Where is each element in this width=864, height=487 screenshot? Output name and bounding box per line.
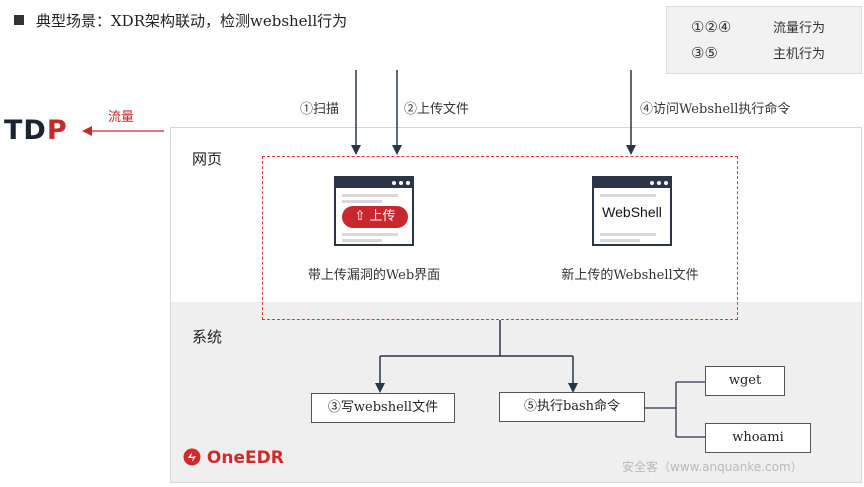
upload-button: ⇧ 上传 — [342, 206, 408, 228]
window-titlebar — [336, 178, 412, 188]
tdp-logo-main: TD — [4, 115, 47, 146]
traffic-label: 流量 — [108, 110, 135, 125]
content-line — [342, 239, 382, 242]
webshell-text: WebShell — [602, 204, 662, 220]
step-scan-label: ①扫描 — [300, 102, 340, 117]
upload-page-window: ⇧ 上传 — [334, 176, 414, 246]
page-title-text: 典型场景：XDR架构联动，检测webshell行为 — [36, 12, 348, 30]
window-dot-icon — [406, 181, 410, 185]
step-access-label: ④访问Webshell执行命令 — [640, 102, 791, 117]
wget-command-box: wget — [705, 366, 785, 396]
content-line — [600, 233, 656, 236]
exec-bash-box: ⑤执行bash命令 — [499, 392, 645, 422]
legend-row-traffic: ①②④ 流量行为 — [691, 17, 825, 36]
square-bullet-icon — [14, 15, 24, 25]
upload-icon: ⇧ — [354, 209, 366, 224]
oneedr-mark-icon — [183, 448, 201, 466]
webshell-window: WebShell — [592, 176, 672, 246]
watermark: 安全客（www.anquanke.com） — [622, 460, 803, 474]
legend: ①②④ 流量行为 ③⑤ 主机行为 — [666, 6, 862, 74]
legend-label: 主机行为 — [773, 47, 826, 62]
step-upload-label: ②上传文件 — [404, 102, 470, 117]
content-line — [342, 200, 382, 203]
window-dot-icon — [657, 181, 661, 185]
window-titlebar — [594, 178, 670, 188]
legend-marks: ①②④ — [691, 18, 732, 36]
legend-label: 流量行为 — [773, 21, 826, 36]
system-section-label: 系统 — [192, 328, 223, 346]
window-dot-icon — [664, 181, 668, 185]
legend-marks: ③⑤ — [691, 44, 718, 62]
upload-page-caption: 带上传漏洞的Web界面 — [307, 268, 441, 283]
content-line — [342, 194, 398, 197]
tdp-logo: TDP — [4, 115, 68, 146]
page-title: 典型场景：XDR架构联动，检测webshell行为 — [14, 10, 347, 31]
content-line — [342, 233, 398, 236]
tdp-logo-accent: P — [46, 115, 68, 146]
upload-button-label: 上传 — [369, 209, 396, 224]
whoami-command-box: whoami — [705, 423, 811, 453]
content-line — [600, 239, 640, 242]
legend-row-host: ③⑤ 主机行为 — [691, 43, 825, 62]
write-webshell-box: ③写webshell文件 — [311, 393, 455, 423]
window-dot-icon — [392, 181, 396, 185]
oneedr-logo: OneEDR — [183, 448, 284, 468]
window-dot-icon — [399, 181, 403, 185]
content-line — [600, 194, 656, 197]
web-section-label: 网页 — [192, 150, 223, 168]
oneedr-text: OneEDR — [206, 448, 284, 468]
web-dashed-region — [262, 156, 738, 320]
window-dot-icon — [650, 181, 654, 185]
webshell-caption: 新上传的Webshell文件 — [561, 268, 699, 283]
